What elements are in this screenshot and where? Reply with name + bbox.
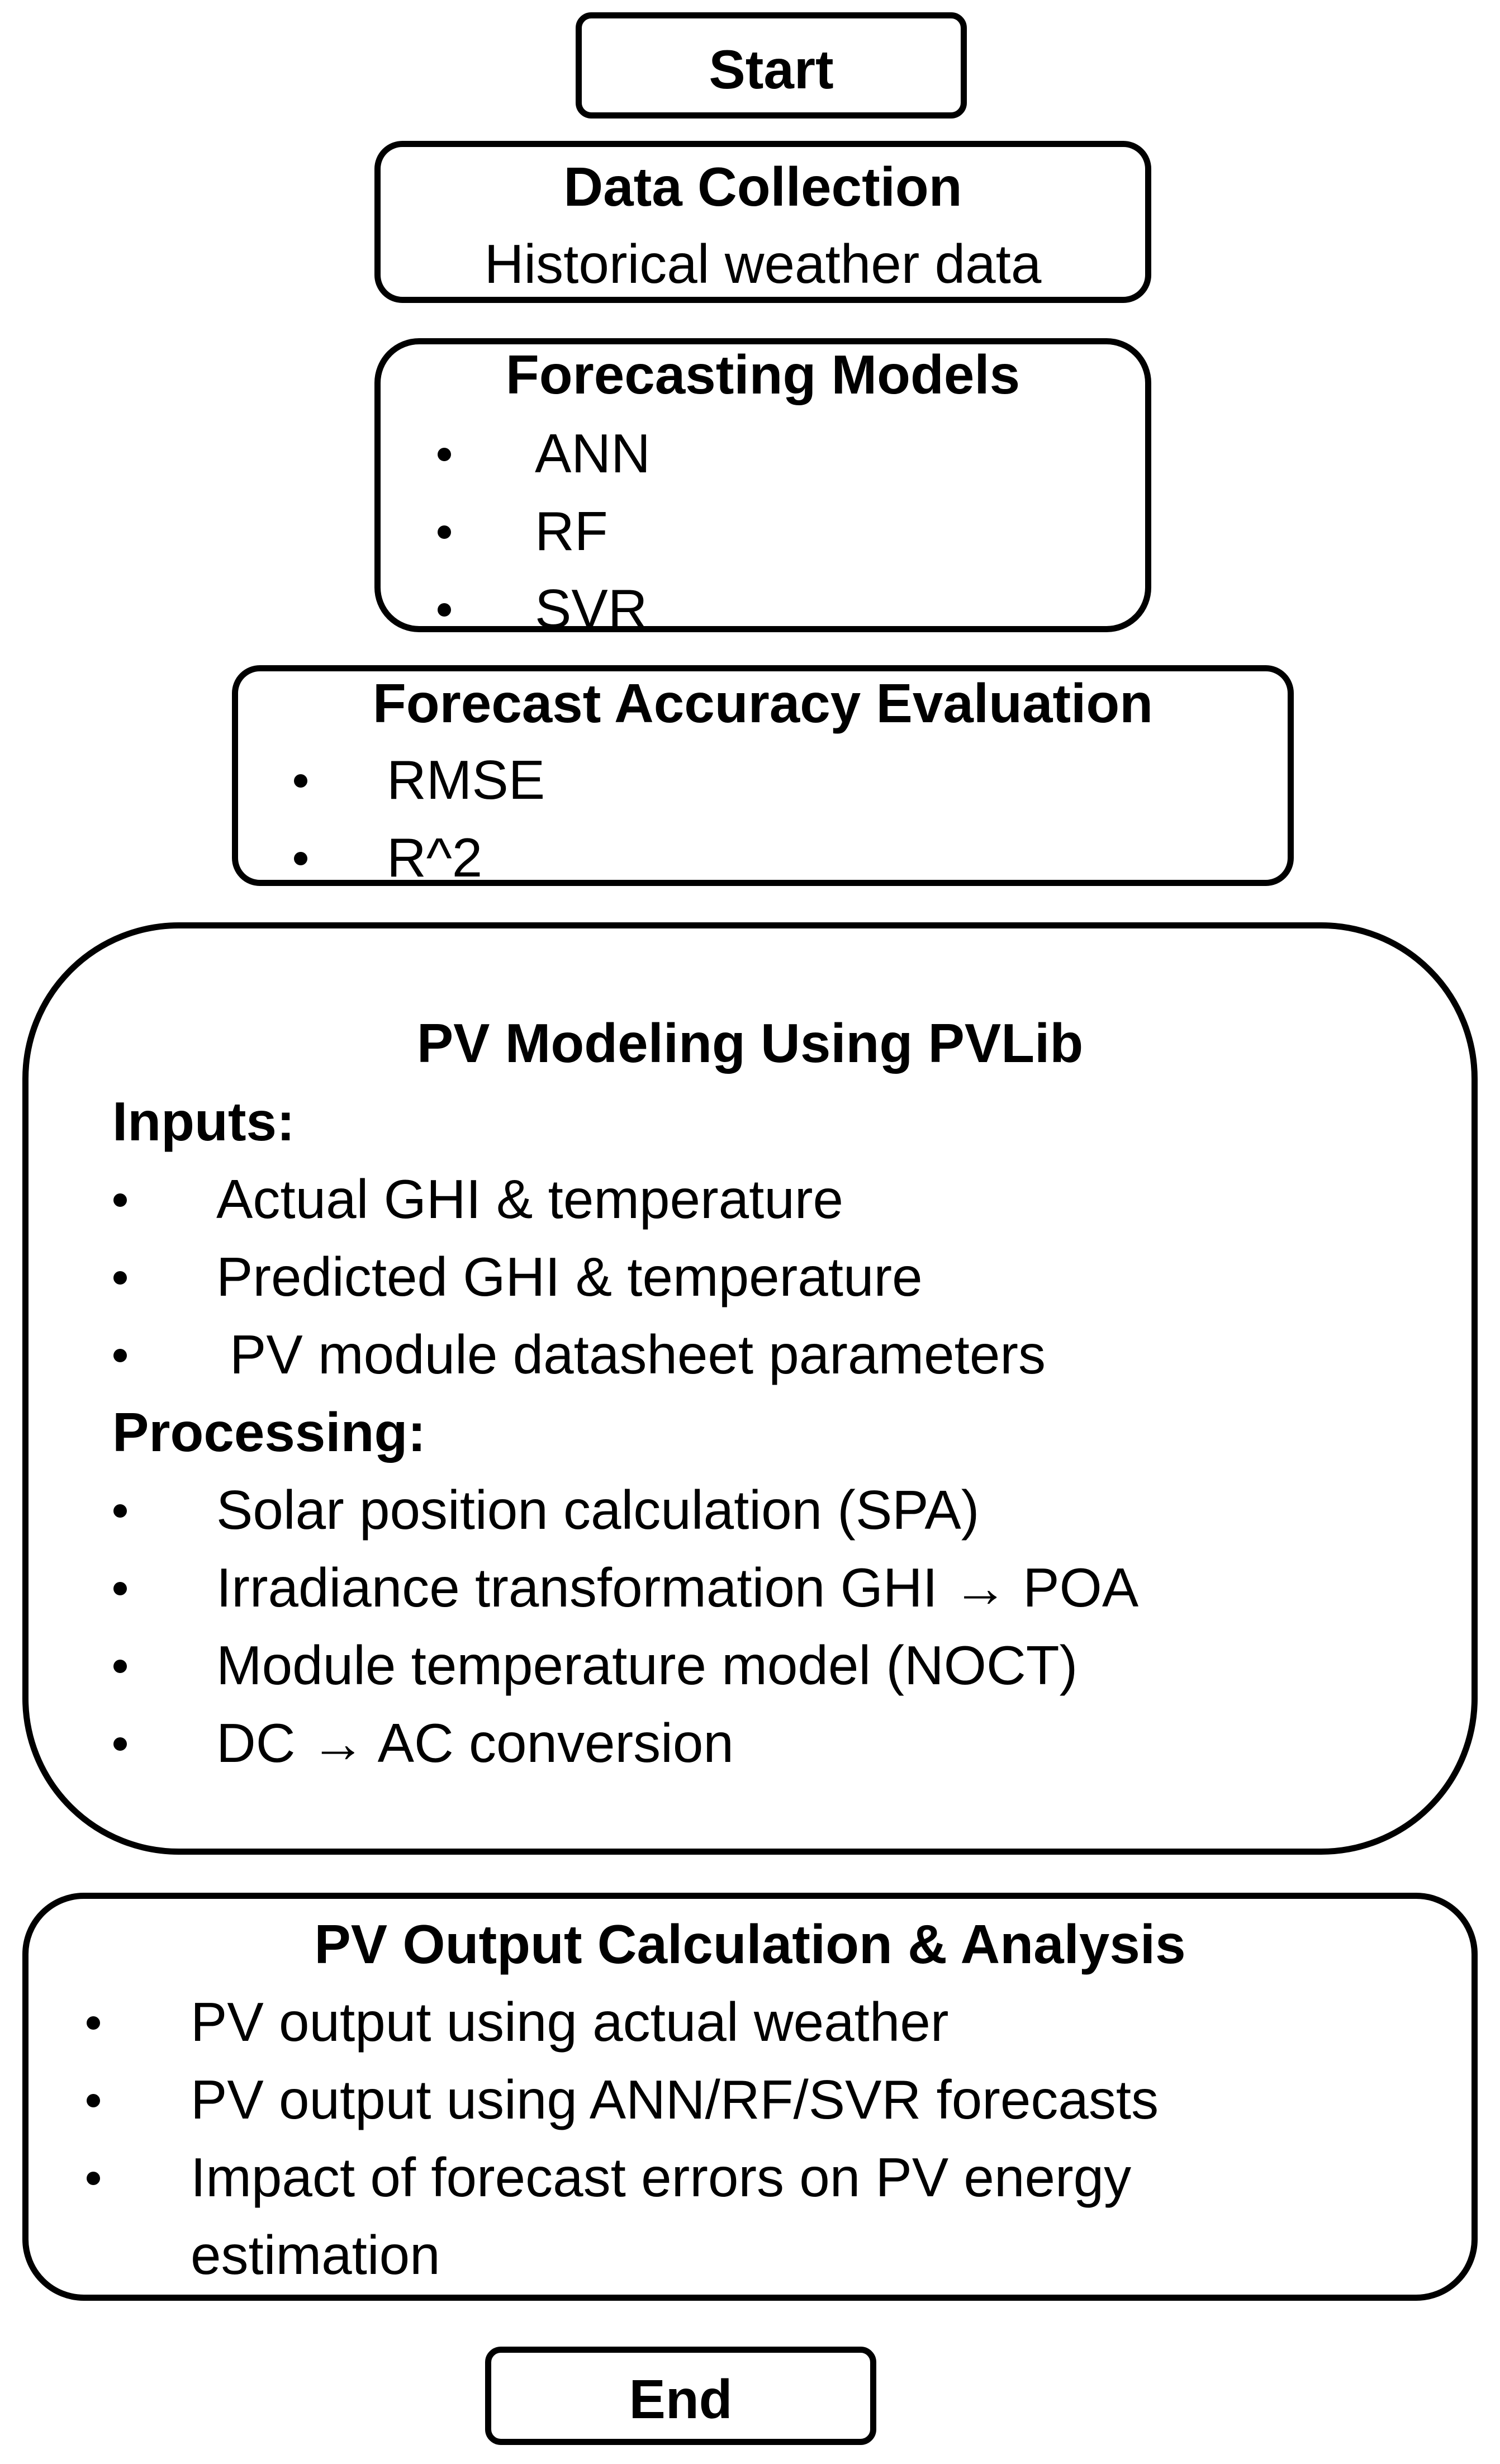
processing-heading: Processing: [112,1401,426,1463]
data-collection-node: Data Collection Historical weather data [374,141,1151,303]
processing-item-spa: Solar position calculation (SPA) [216,1479,980,1541]
bullet-icon [294,852,307,865]
bullet-icon [113,1660,127,1673]
accuracy-evaluation-node: Forecast Accuracy Evaluation RMSE R^2 [232,665,1294,886]
pv-output-title: PV Output Calculation & Analysis [314,1913,1186,1975]
bullet-icon [113,1737,127,1751]
processing-item-conversion: DC → AC conversion [216,1712,734,1774]
bullet-icon [113,1504,127,1518]
start-node: Start [576,12,967,119]
input-item-predicted: Predicted GHI & temperature [216,1246,923,1307]
end-node: End [485,2347,876,2445]
bullet-icon [438,603,451,617]
bullet-icon [113,1582,127,1595]
bullet-icon [87,2172,100,2185]
forecasting-models-title: Forecasting Models [505,344,1020,405]
bullet-icon [113,1193,127,1207]
bullet-icon [438,448,451,461]
bullet-icon [438,525,451,539]
model-item-rf: RF [535,500,608,562]
bullet-icon [113,1271,127,1285]
inputs-heading: Inputs: [112,1091,295,1152]
pv-modeling-node: PV Modeling Using PVLib Inputs: Actual G… [22,922,1478,1855]
forecasting-models-node: Forecasting Models ANN RF SVR [374,338,1151,636]
data-collection-text: Historical weather data [484,233,1042,295]
model-item-svr: SVR [535,578,648,639]
metric-item-rmse: RMSE [387,749,545,811]
output-item-impact: Impact of forecast errors on PV energy [191,2146,1132,2208]
model-item-ann: ANN [535,423,651,484]
processing-item-irradiance: Irradiance transformation GHI → POA [216,1557,1139,1618]
end-label: End [629,2368,733,2430]
metric-item-r2: R^2 [387,827,483,888]
processing-item-temperature: Module temperature model (NOCT) [216,1634,1078,1696]
bullet-icon [113,1349,127,1362]
bullet-icon [294,774,307,788]
input-item-actual: Actual GHI & temperature [216,1168,844,1230]
pv-output-node: PV Output Calculation & Analysis PV outp… [22,1893,1478,2301]
start-label: Start [709,39,834,100]
output-item-actual: PV output using actual weather [191,1991,949,2053]
input-item-datasheet: PV module datasheet parameters [230,1324,1046,1385]
accuracy-evaluation-title: Forecast Accuracy Evaluation [372,672,1154,734]
bullet-icon [87,2094,100,2107]
pv-modeling-title: PV Modeling Using PVLib [416,1012,1084,1074]
bullet-icon [87,2016,100,2030]
data-collection-title: Data Collection [563,156,962,217]
output-item-impact-continued: estimation [191,2224,440,2286]
output-item-forecasts: PV output using ANN/RF/SVR forecasts [191,2069,1159,2130]
